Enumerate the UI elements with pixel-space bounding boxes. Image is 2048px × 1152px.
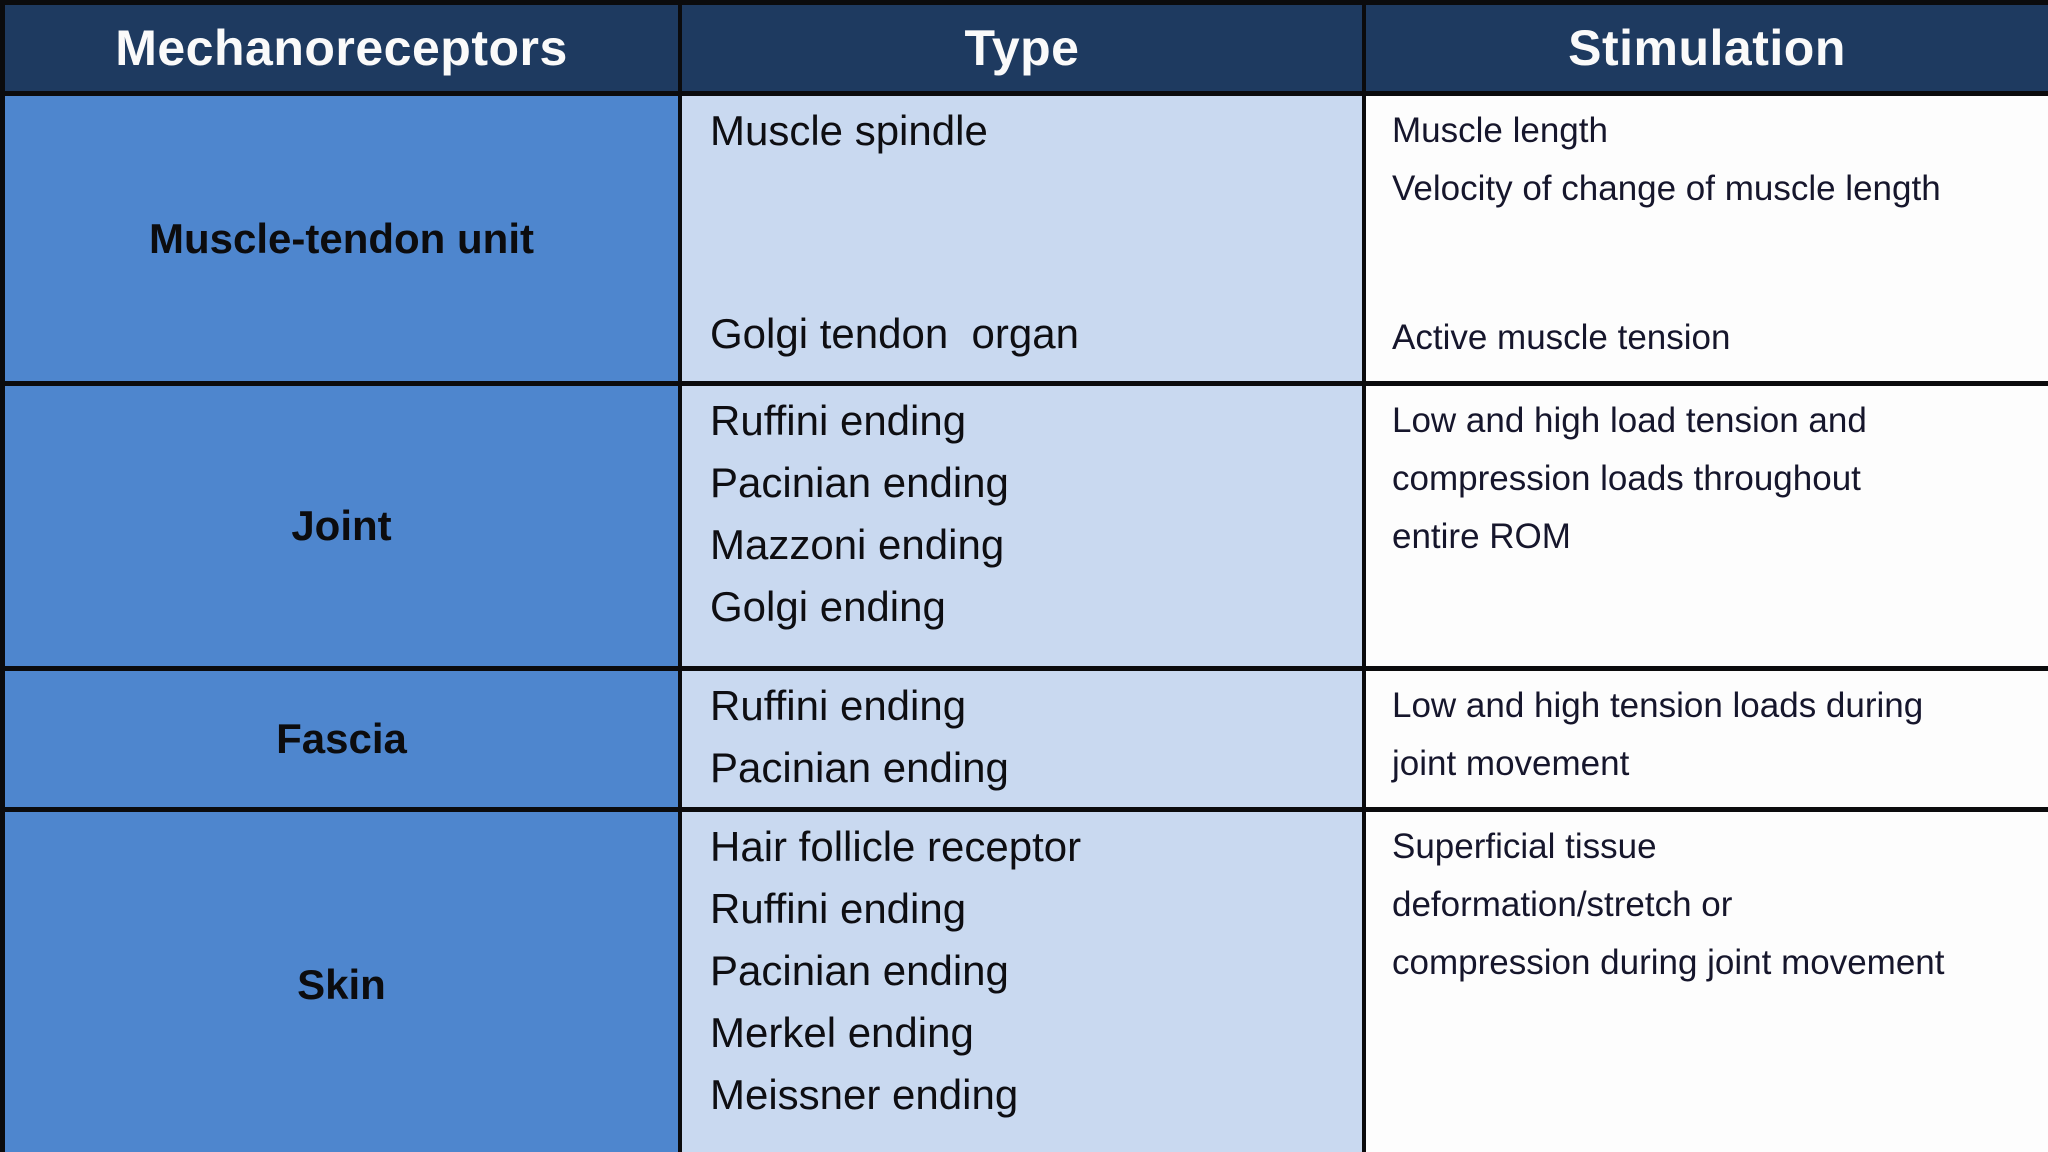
stimulation-line: entire ROM bbox=[1392, 517, 1571, 556]
column-header-type: Type bbox=[682, 5, 1366, 96]
type-line: Mazzoni ending bbox=[710, 521, 1005, 568]
column-header-mechanoreceptors: Mechanoreceptors bbox=[5, 5, 682, 96]
type-group-bottom: Golgi tendon organ bbox=[710, 303, 1352, 371]
type-line: Ruffini ending bbox=[710, 885, 967, 932]
stimulation-line: Low and high load tension and bbox=[1392, 401, 1867, 440]
type-line: Ruffini ending bbox=[710, 682, 967, 729]
type-line: Merkel ending bbox=[710, 1009, 974, 1056]
stimulation-line: Superficial tissue bbox=[1392, 827, 1657, 866]
stimulation-line: deformation/stretch or bbox=[1392, 885, 1733, 924]
type-line: Golgi tendon organ bbox=[710, 310, 1079, 357]
type-cell-joint: Ruffini ending Pacinian ending Mazzoni e… bbox=[682, 386, 1366, 671]
stimulation-group-bottom: Active muscle tension bbox=[1392, 309, 2040, 373]
receptor-cell-skin: Skin bbox=[5, 812, 682, 1152]
type-cell-skin: Hair follicle receptor Ruffini ending Pa… bbox=[682, 812, 1366, 1152]
type-cell-fascia: Ruffini ending Pacinian ending bbox=[682, 671, 1366, 812]
stimulation-cell-joint: Low and high load tension and compressio… bbox=[1366, 386, 2048, 671]
type-group-top: Muscle spindle bbox=[710, 100, 1352, 162]
column-header-stimulation: Stimulation bbox=[1366, 5, 2048, 96]
stimulation-cell-fascia: Low and high tension loads during joint … bbox=[1366, 671, 2048, 812]
stimulation-group-top: Muscle length Velocity of change of musc… bbox=[1392, 102, 2040, 218]
type-line: Pacinian ending bbox=[710, 459, 1009, 506]
type-line: Pacinian ending bbox=[710, 947, 1009, 994]
stimulation-line: compression during joint movement bbox=[1392, 943, 1945, 982]
stimulation-line: Low and high tension loads during bbox=[1392, 686, 1924, 725]
receptor-cell-joint: Joint bbox=[5, 386, 682, 671]
stimulation-line: Velocity of change of muscle length bbox=[1392, 169, 1941, 208]
receptor-cell-fascia: Fascia bbox=[5, 671, 682, 812]
type-line: Hair follicle receptor bbox=[710, 823, 1082, 870]
type-line: Golgi ending bbox=[710, 583, 946, 630]
stimulation-line: compression loads throughout bbox=[1392, 459, 1861, 498]
type-line: Ruffini ending bbox=[710, 397, 967, 444]
stimulation-line: joint movement bbox=[1392, 744, 1630, 783]
type-line: Meissner ending bbox=[710, 1071, 1019, 1118]
stimulation-line: Muscle length bbox=[1392, 111, 1608, 150]
type-line: Pacinian ending bbox=[710, 744, 1009, 791]
stimulation-cell-skin: Superficial tissue deformation/stretch o… bbox=[1366, 812, 2048, 1152]
receptor-cell-muscle-tendon-unit: Muscle-tendon unit bbox=[5, 96, 682, 386]
type-cell-muscle-tendon-unit: Muscle spindle Golgi tendon organ bbox=[682, 96, 1366, 386]
stimulation-cell-muscle-tendon-unit: Muscle length Velocity of change of musc… bbox=[1366, 96, 2048, 386]
type-line: Muscle spindle bbox=[710, 107, 988, 154]
stimulation-line: Active muscle tension bbox=[1392, 318, 1731, 357]
